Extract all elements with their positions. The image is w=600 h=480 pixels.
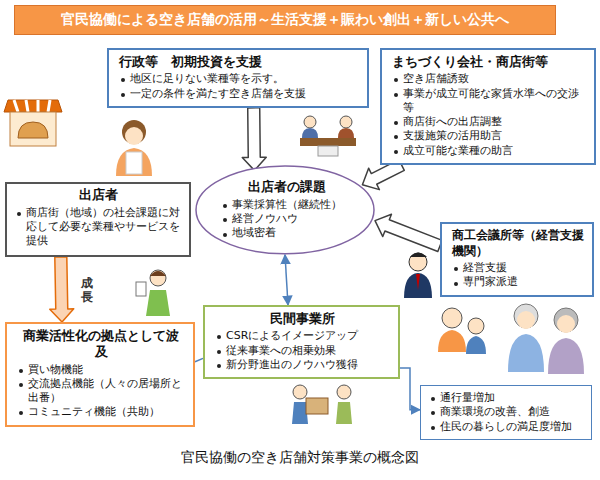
caption: 官民協働の空き店舗対策事業の概念図 [0, 449, 600, 467]
activist-figure [136, 270, 170, 316]
bullet-dot [394, 121, 398, 125]
bullet-item: 事業採算性（継続性） [221, 198, 353, 212]
connector-line [285, 255, 288, 305]
bullet-dot [431, 426, 435, 430]
shop-owner-figure [116, 120, 152, 176]
box-heading: まちづくり会社・商店街等 [392, 54, 586, 70]
bullet-dot [394, 135, 398, 139]
bullet-dot [394, 78, 398, 82]
bullet-item: 経営支援 [452, 261, 584, 275]
bullet-item: 経営ノウハウ [221, 212, 353, 226]
block-arrow [50, 257, 74, 322]
bullet-item: 通行量増加 [429, 391, 583, 405]
box-heading: 商工会議所等（経営支援機関） [452, 228, 584, 259]
bullet-item: 地域密着 [221, 226, 353, 240]
connector-line [400, 368, 420, 410]
bullet-item: 従来事業への相乗効果 [215, 344, 390, 358]
bullet-item: 新分野進出のノウハウ獲得 [215, 358, 390, 372]
title-band: 官民協働による空き店舗の活用～生活支援＋賑わい創出＋新しい公共へ [14, 5, 556, 35]
bullet-dot [394, 150, 398, 154]
workers-figures [292, 385, 352, 424]
meeting-figures [300, 116, 356, 156]
block-arrow [375, 214, 442, 251]
support-box: 商工会議所等（経営支援機関） 経営支援専門家派遣 [440, 222, 594, 297]
bullet-item: 成立可能な業種の助言 [392, 144, 586, 158]
support-box: 行政等 初期投資を支援地区に足りない業種等を示す。一定の条件を満たす空き店舗を支… [107, 48, 369, 108]
box-heading: 民間事業所 [215, 311, 390, 327]
bullet-item: 住民の暮らしの満足度増加 [429, 420, 583, 434]
bullet-item: 事業が成立可能な家賃水準への交渉等 [392, 87, 586, 116]
bullet-item: 専門家派遣 [452, 275, 584, 289]
bullet-dot [454, 282, 458, 286]
bullet-dot [223, 218, 227, 222]
box-heading: 出店者 [15, 187, 181, 204]
bullet-item: 一定の条件を満たす空き店舗を支援 [119, 87, 359, 101]
support-box: まちづくり会社・商店街等空き店舗誘致事業が成立可能な家賃水準への交渉等商店街への… [380, 48, 596, 165]
actor-box: 民間事業所 CSRによるイメージアップ従来事業への相乗効果新分野進出のノウハウ獲得 [203, 305, 400, 379]
bullet-dot [217, 335, 221, 339]
shop-icon [4, 100, 62, 146]
actor-box: 出店者商店街（地域）の社会課題に対応して必要な業種やサービスを提供 [5, 182, 191, 257]
bullet-item: 支援施策の活用助言 [392, 129, 586, 143]
bullet-item: 商業環境の改善、創造 [429, 405, 583, 419]
bullet-dot [19, 369, 23, 373]
bullet-dot [217, 364, 221, 368]
bullet-item: 商店街（地域）の社会課題に対応して必要な業種やサービスを提供 [15, 206, 181, 249]
bullet-dot [223, 233, 227, 237]
bullet-item: CSRによるイメージアップ [215, 329, 390, 343]
adviser-figure [404, 253, 432, 299]
bullet-item: 買い物機能 [17, 363, 185, 377]
bullet-dot [394, 93, 398, 97]
outcome-box: 通行量増加商業環境の改善、創造住民の暮らしの満足度増加 [420, 385, 592, 440]
bullet-item: コミュニティ機能（共助） [17, 405, 185, 419]
bullet-dot [431, 397, 435, 401]
bullet-dot [19, 383, 23, 387]
box-heading: 商業活性化の拠点として波及 [17, 328, 185, 361]
edge-label: 成長 [81, 277, 93, 303]
bullet-dot [223, 204, 227, 208]
box-heading: 行政等 初期投資を支援 [119, 54, 359, 70]
effect-box: 商業活性化の拠点として波及買い物機能交流拠点機能（人々の居場所と出番）コミュニテ… [5, 322, 195, 427]
bullet-item: 交流拠点機能（人々の居場所と出番） [17, 377, 185, 406]
bullet-dot [217, 350, 221, 354]
box-heading: 出店者の課題 [221, 179, 353, 196]
residents-figures [438, 304, 584, 374]
bullet-dot [17, 212, 21, 216]
bullet-item: 地区に足りない業種等を示す。 [119, 72, 359, 86]
bullet-item: 商店街への出店調整 [392, 115, 586, 129]
bullet-item: 空き店舗誘致 [392, 72, 586, 86]
bullet-dot [431, 411, 435, 415]
ellipse-outline [196, 166, 374, 254]
bullet-dot [121, 93, 125, 97]
block-arrow [242, 108, 266, 171]
bullet-dot [121, 78, 125, 82]
connector-line [195, 358, 203, 361]
bullet-dot [19, 411, 23, 415]
issue-ellipse: 出店者の課題事業採算性（継続性）経営ノウハウ地域密着 [195, 165, 375, 255]
bullet-dot [454, 267, 458, 271]
